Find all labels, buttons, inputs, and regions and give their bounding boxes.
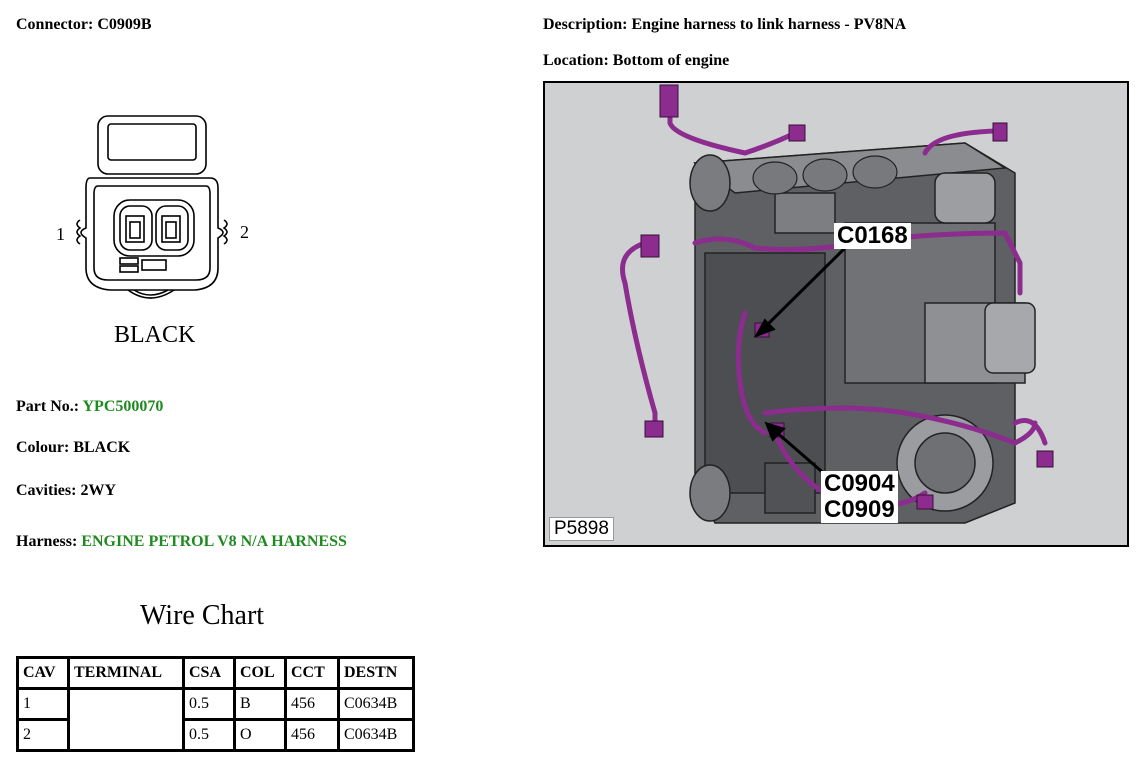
cavities-line: Cavities: 2WY bbox=[16, 482, 116, 500]
location-label: Location: bbox=[543, 52, 609, 69]
description-line: Description: Engine harness to link harn… bbox=[543, 16, 906, 34]
header-col: COL bbox=[233, 656, 287, 690]
colour-label: Colour: bbox=[16, 439, 70, 456]
header-cct: CCT bbox=[284, 656, 340, 690]
wire-chart-table: CAV TERMINAL CSA COL CCT DESTN 1 0.5 B 4… bbox=[16, 656, 415, 752]
cell-cct: 456 bbox=[284, 718, 340, 752]
part-number-line: Part No.: YPC500070 bbox=[16, 398, 163, 416]
callout-c0904: C0904 bbox=[821, 471, 898, 497]
cell-terminal bbox=[67, 687, 185, 752]
connector-color-caption: BLACK bbox=[114, 322, 196, 348]
part-number-link[interactable]: YPC500070 bbox=[82, 398, 164, 415]
cell-destn: C0634B bbox=[337, 718, 415, 752]
header-terminal: TERMINAL bbox=[67, 656, 185, 690]
connector-id: C0909B bbox=[97, 16, 152, 33]
header-cav: CAV bbox=[16, 656, 70, 690]
table-row: 2 0.5 O 456 C0634B bbox=[16, 718, 415, 752]
image-reference-code: P5898 bbox=[549, 517, 614, 541]
cavities-value: 2WY bbox=[80, 482, 116, 499]
cell-csa: 0.5 bbox=[182, 718, 236, 752]
callout-c0909: C0909 bbox=[821, 497, 898, 523]
connector-label: Connector: bbox=[16, 16, 94, 33]
description-value: Engine harness to link harness - PV8NA bbox=[631, 16, 907, 33]
wire-chart-header-row: CAV TERMINAL CSA COL CCT DESTN bbox=[16, 656, 415, 690]
wire-chart-title: Wire Chart bbox=[140, 600, 265, 631]
table-row: 1 0.5 B 456 C0634B bbox=[16, 687, 415, 752]
engine-illustration bbox=[620, 84, 1054, 524]
engine-location-image: C0168 C0904 C0909 P5898 bbox=[543, 81, 1129, 547]
pin-1-label: 1 bbox=[56, 224, 65, 244]
location-value: Bottom of engine bbox=[612, 52, 730, 69]
pin-2-label: 2 bbox=[240, 222, 249, 242]
cell-cav: 2 bbox=[16, 718, 70, 752]
description-label: Description: bbox=[543, 16, 628, 33]
cell-col: B bbox=[233, 687, 287, 721]
colour-line: Colour: BLACK bbox=[16, 439, 130, 457]
callout-c0168: C0168 bbox=[834, 223, 911, 249]
location-line: Location: Bottom of engine bbox=[543, 52, 729, 70]
connector-line: Connector: C0909B bbox=[16, 16, 152, 34]
header-destn: DESTN bbox=[337, 656, 415, 690]
cell-cct: 456 bbox=[284, 687, 340, 721]
colour-value: BLACK bbox=[73, 439, 131, 456]
cell-cav: 1 bbox=[16, 687, 70, 721]
cell-col: O bbox=[233, 718, 287, 752]
header-csa: CSA bbox=[182, 656, 236, 690]
cavities-label: Cavities: bbox=[16, 482, 77, 499]
harness-link[interactable]: ENGINE PETROL V8 N/A HARNESS bbox=[81, 533, 347, 550]
connector-face-diagram: 1 2 BLACK bbox=[56, 115, 249, 348]
harness-label: Harness: bbox=[16, 533, 78, 550]
harness-line: Harness: ENGINE PETROL V8 N/A HARNESS bbox=[16, 533, 347, 551]
cell-destn: C0634B bbox=[337, 687, 415, 721]
part-number-label: Part No.: bbox=[16, 398, 80, 415]
cell-csa: 0.5 bbox=[182, 687, 236, 721]
